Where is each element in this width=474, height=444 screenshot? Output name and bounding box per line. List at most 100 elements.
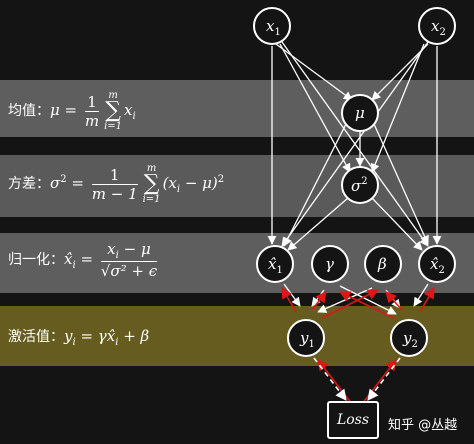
node-xhat1-sub: 1 — [276, 265, 282, 276]
mean-label: 均值： — [8, 103, 50, 119]
variance-term-sup: 2 — [217, 174, 225, 185]
node-gamma-base: γ — [325, 255, 334, 273]
mean-term-sub: i — [132, 111, 136, 122]
edge-x2-sigma2 — [370, 43, 425, 173]
edge-x1-mu — [275, 43, 353, 101]
node-y2-base: y — [402, 329, 412, 347]
svg-text:y1: y1 — [299, 329, 315, 350]
svg-text:σ2: σ2 — [351, 176, 368, 195]
variance-band — [0, 155, 474, 217]
node-xhat1: x̂1 — [256, 245, 294, 283]
node-xhat1-base: x̂ — [268, 255, 277, 273]
mean-sum-top: m — [108, 90, 118, 101]
mean-frac-den: m — [84, 111, 100, 130]
node-sigma2: σ2 — [341, 166, 379, 204]
variance-label: 方差： — [8, 176, 50, 192]
variance-frac-num: 1 — [91, 166, 138, 185]
edge-mu-xhat1 — [283, 123, 347, 247]
normalize-frac-num-sub: i — [115, 250, 119, 261]
loss-node: Loss — [327, 401, 379, 439]
node-xhat2-base: x̂ — [430, 255, 439, 273]
node-mu-base: μ — [355, 104, 365, 122]
node-xhat2-sub: 2 — [438, 265, 444, 276]
svg-text:x1: x1 — [266, 17, 281, 38]
node-x1: x1 — [253, 7, 291, 45]
svg-text:x̂2: x̂2 — [430, 255, 445, 276]
edge-x2-mu — [371, 43, 429, 101]
watermark: 知乎 @丛越 — [388, 418, 458, 433]
loss-edges — [313, 357, 401, 401]
edge-beta-y1 — [317, 287, 373, 313]
svg-text:y2: y2 — [402, 329, 418, 350]
grad-y1-gamma — [311, 291, 327, 311]
node-y1-base: y — [299, 329, 309, 347]
normalize-formula: 归一化：x̂i = xi − μ√σ² + ϵ — [8, 240, 160, 280]
normalize-frac-num-rest: − μ — [118, 240, 151, 258]
edge-sigma2-xhat1 — [287, 197, 349, 251]
grad-loss-y1 — [317, 359, 353, 405]
scale-shift-label: 激活值： — [8, 329, 64, 345]
svg-text:x̂1: x̂1 — [268, 255, 283, 276]
node-x2-base: x — [431, 17, 440, 35]
node-x1-sub: 1 — [274, 27, 280, 38]
variance-sum-bottom: i=1 — [142, 194, 161, 205]
mean-lhs: μ = — [50, 101, 82, 119]
variance-frac-den: m − 1 — [91, 184, 138, 203]
variance-sum-top: m — [146, 163, 157, 174]
edge-x2-xhat1 — [281, 41, 429, 247]
node-x2: x2 — [418, 7, 456, 45]
scale-shift-rhs-sub: i — [115, 337, 119, 348]
mean-term: x — [124, 101, 133, 119]
edge-y2-loss — [367, 357, 401, 401]
grad-y2-xhat2 — [419, 287, 435, 313]
normalize-eq: = — [75, 250, 98, 268]
node-beta: β — [364, 245, 402, 283]
variance-eq: = — [66, 174, 89, 192]
scale-shift-rhs: = γx̂ — [75, 327, 116, 345]
sum-symbol-icon: ∑ — [143, 171, 160, 196]
variance-term-sub: i — [176, 184, 181, 195]
edge-sigma2-xhat2 — [371, 197, 423, 251]
node-beta-base: β — [377, 255, 387, 273]
node-y2: y2 — [390, 319, 428, 357]
normalize-fraction: xi − μ√σ² + ϵ — [100, 240, 158, 280]
normalize-frac-den: √σ² + ϵ — [100, 262, 158, 280]
edge-y1-loss — [313, 357, 347, 401]
grad-y1-xhat1 — [281, 287, 297, 313]
variance-sum: m∑i=1 — [143, 163, 161, 205]
normalize-lhs: x̂ — [64, 250, 73, 268]
grad-y2-gamma — [338, 291, 395, 319]
variance-lhs-sup: 2 — [60, 174, 67, 185]
scale-shift-formula: 激活值：yi = γx̂i + β — [8, 326, 149, 348]
node-y2-sub: 2 — [411, 339, 417, 350]
grad-loss-y2 — [361, 359, 397, 405]
node-x1-base: x — [266, 17, 275, 35]
grad-y2-beta — [385, 291, 403, 311]
svg-text:x2: x2 — [431, 17, 446, 38]
scale-shift-lhs-sub: i — [72, 337, 76, 348]
mean-sum: m∑i=1 — [104, 90, 122, 132]
normalize-frac-num: x — [107, 240, 116, 258]
variance-lhs: σ — [50, 174, 61, 192]
sum-symbol-icon: ∑ — [105, 98, 121, 123]
normalize-label: 归一化： — [8, 252, 64, 268]
variance-term: (x — [162, 174, 177, 192]
mean-sum-bottom: i=1 — [104, 121, 123, 132]
node-y1: y1 — [287, 319, 325, 357]
normalize-frac-num-wrap: xi − μ — [100, 240, 158, 262]
mean-frac-num: 1 — [84, 93, 100, 112]
edge-gamma-y2 — [339, 285, 397, 315]
grad-y1-beta — [321, 289, 380, 319]
node-gamma: γ — [311, 245, 349, 283]
edge-mu-xhat2 — [373, 123, 429, 245]
node-sigma2-sup: 2 — [361, 176, 367, 187]
node-x2-sub: 2 — [439, 27, 445, 38]
normalize-lhs-sub: i — [72, 260, 76, 271]
mean-band — [0, 80, 474, 137]
